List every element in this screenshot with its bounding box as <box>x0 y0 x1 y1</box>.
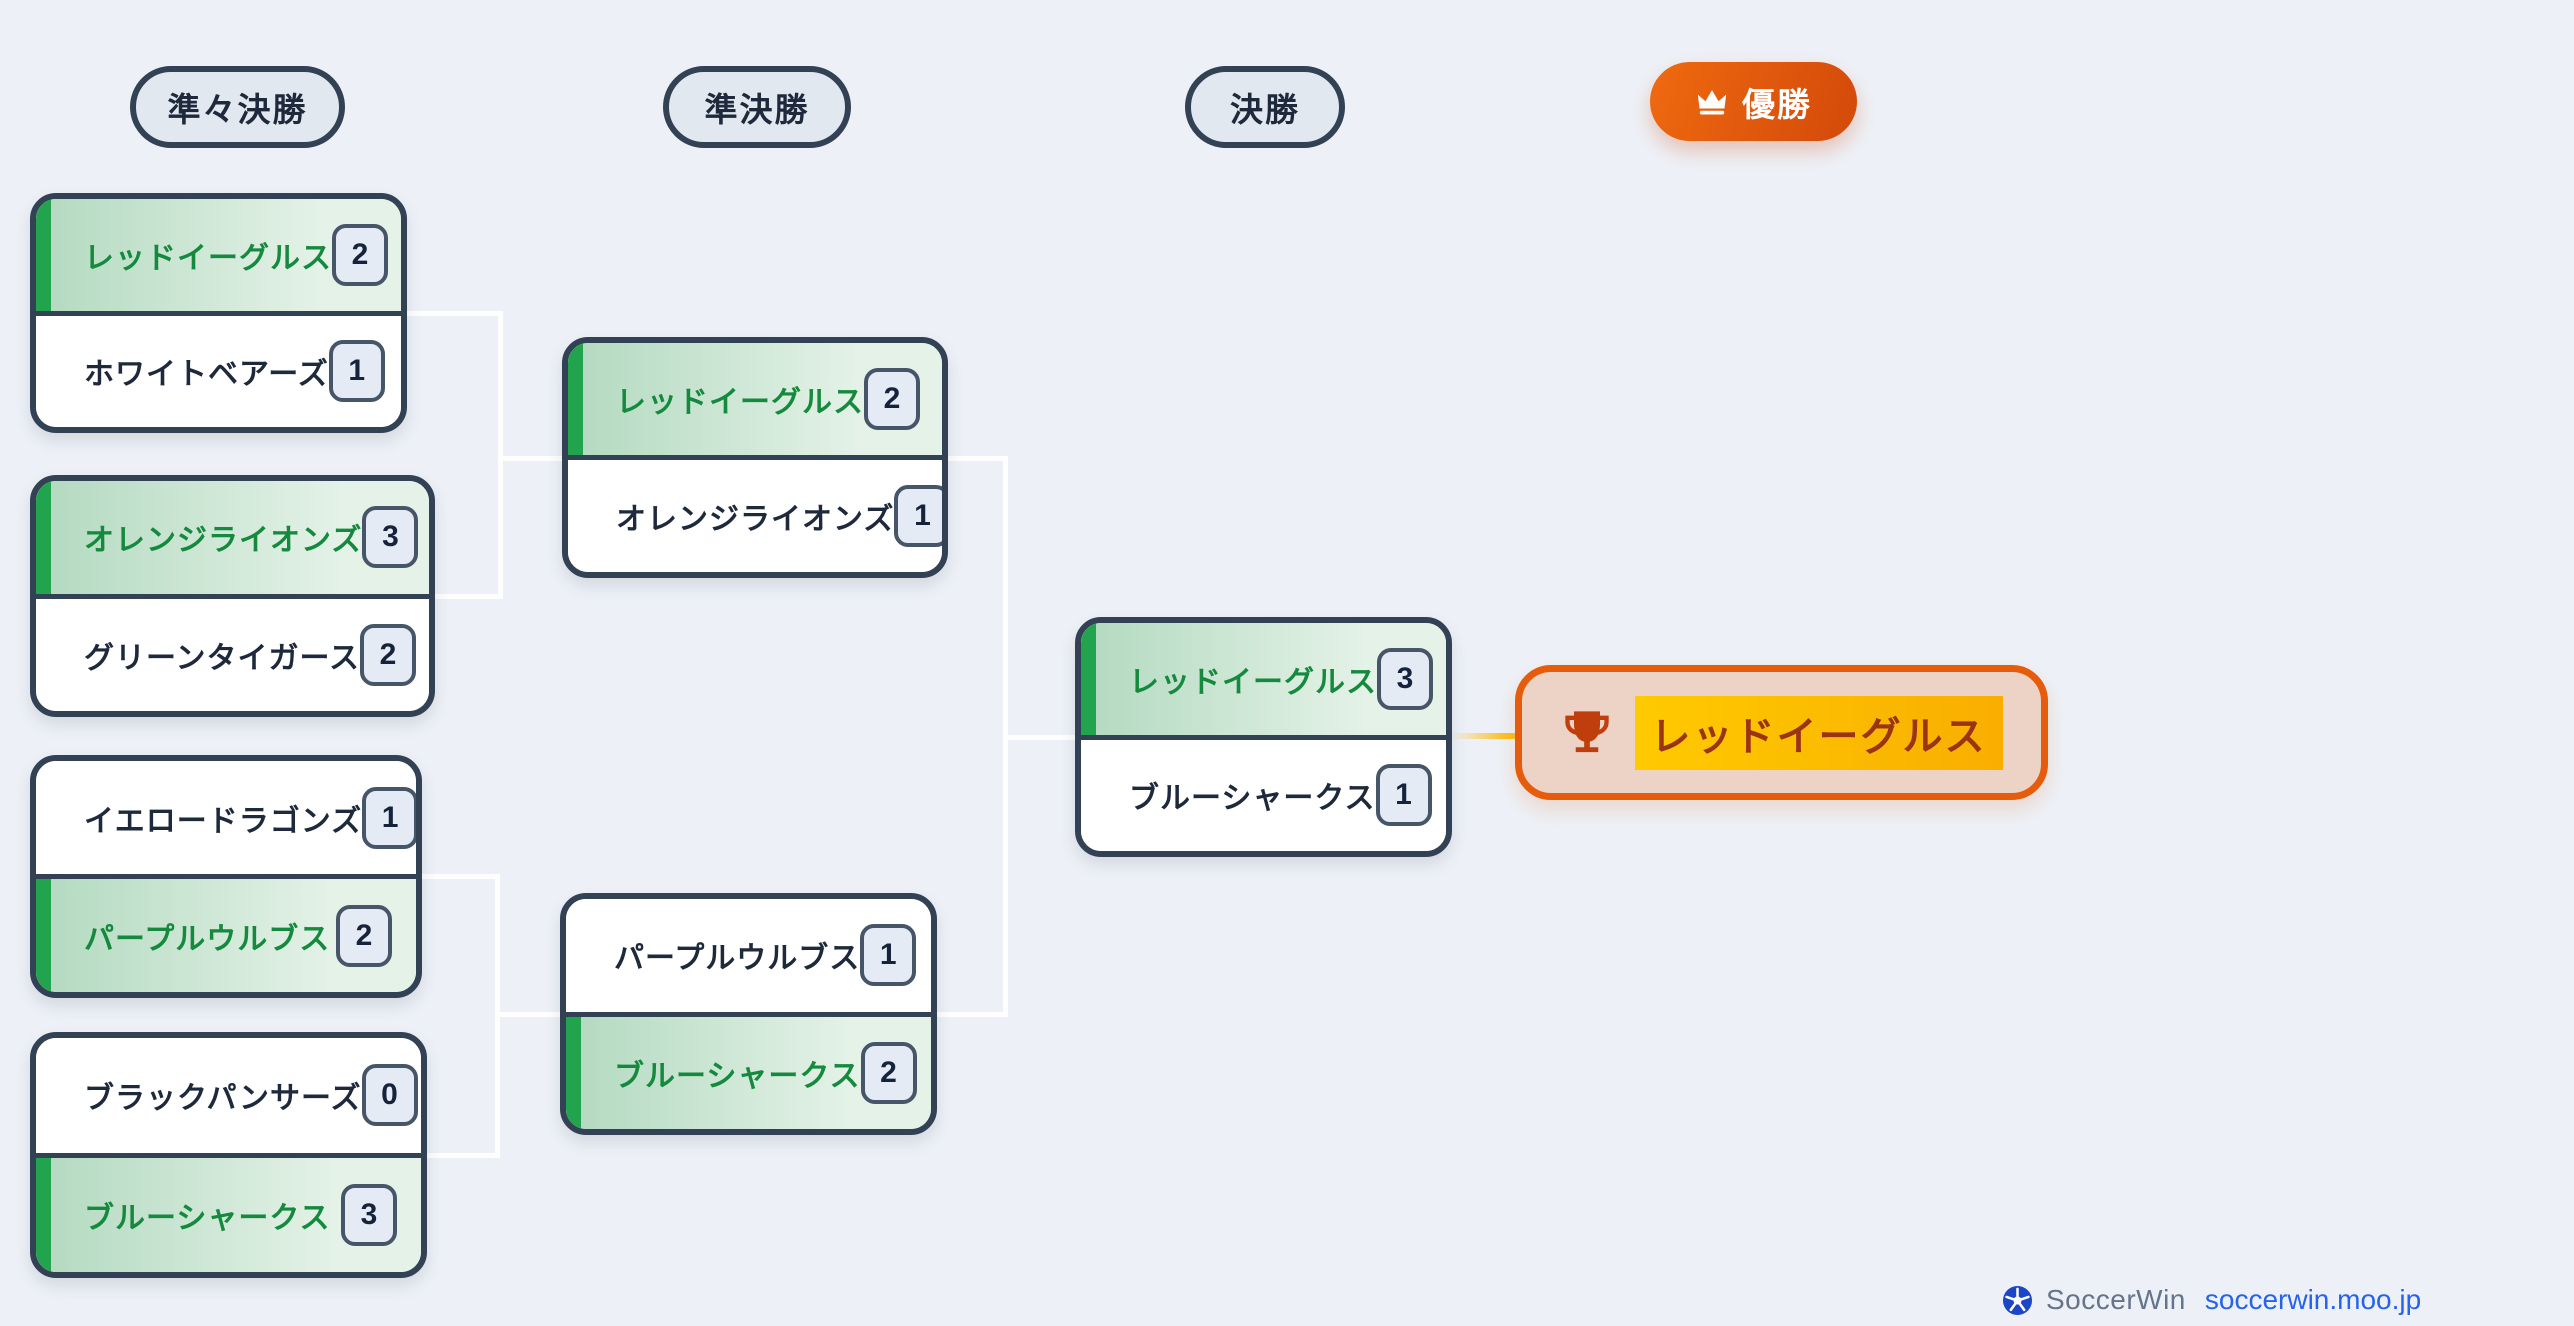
team-name: レッドイーグルス <box>616 386 864 419</box>
team-name: オレンジライオンズ <box>84 524 363 558</box>
team-name: ブルーシャークス <box>1129 782 1376 816</box>
match-row-winner: レッドイーグルス 2 <box>568 343 942 455</box>
team-name: ブルーシャークス <box>614 1059 861 1093</box>
crown-icon <box>1697 89 1727 114</box>
champion-label-button: 優勝 <box>1650 62 1857 141</box>
score-badge: 1 <box>362 786 416 849</box>
score-badge: 3 <box>1377 647 1433 710</box>
connector-line <box>435 594 503 599</box>
score-badge: 2 <box>860 1041 917 1104</box>
match-row-loser: パープルウルブス 1 <box>566 899 931 1012</box>
match-semifinal-1: レッドイーグルス 2 オレンジライオンズ 1 <box>562 337 948 578</box>
round-label-quarterfinal: 準々決勝 <box>130 66 345 148</box>
match-final: レッドイーグルス 3 ブルーシャークス 1 <box>1075 617 1452 857</box>
team-name: レッドイーグルス <box>84 241 332 275</box>
connector-line <box>937 1012 1008 1017</box>
match-quarterfinal-1: レッドイーグルス 2 ホワイトベアーズ 1 <box>30 193 407 433</box>
score-badge: 0 <box>361 1064 418 1127</box>
soccer-ball-icon <box>2002 1285 2033 1315</box>
team-name: ブラックパンサーズ <box>84 1082 362 1116</box>
round-label-text: 準々決勝 <box>167 91 308 128</box>
connector-line <box>948 456 1008 461</box>
match-row-loser: ブラックパンサーズ 0 <box>36 1038 421 1153</box>
match-quarterfinal-4: ブラックパンサーズ 0 ブルーシャークス 3 <box>30 1032 427 1278</box>
match-row-loser: オレンジライオンズ 1 <box>568 455 942 572</box>
team-name: ホワイトベアーズ <box>84 358 329 392</box>
match-semifinal-2: パープルウルブス 1 ブルーシャークス 2 <box>560 893 937 1135</box>
connector-line <box>422 874 500 879</box>
connector-line <box>498 311 503 599</box>
team-name: レッドイーグルス <box>1129 665 1377 699</box>
connector-line <box>407 311 503 316</box>
round-label-text: 優勝 <box>1742 85 1812 123</box>
score-badge: 2 <box>864 368 920 430</box>
match-row-winner: レッドイーグルス 3 <box>1081 623 1446 735</box>
champion-team-name: レッドイーグルス <box>1634 695 2003 770</box>
site-link[interactable]: soccerwin.moo.jp <box>2204 1284 2422 1315</box>
match-quarterfinal-3: イエロードラゴンズ 1 パープルウルブス 2 <box>30 755 422 998</box>
champion-box: レッドイーグルス <box>1515 665 2048 800</box>
score-badge: 1 <box>328 340 385 403</box>
score-badge: 2 <box>332 223 388 286</box>
score-badge: 1 <box>1375 764 1432 827</box>
trophy-icon <box>1564 710 1609 752</box>
score-badge: 3 <box>341 1183 397 1246</box>
connector-line <box>495 1012 560 1017</box>
match-row-winner: オレンジライオンズ 3 <box>36 481 429 594</box>
connector-line <box>498 456 562 461</box>
connector-line <box>427 1153 500 1158</box>
round-label-text: 決勝 <box>1230 91 1300 128</box>
score-badge: 2 <box>336 904 392 967</box>
connector-line-champion <box>1452 733 1515 739</box>
match-row-loser: ホワイトベアーズ 1 <box>36 310 401 427</box>
round-label-final: 決勝 <box>1185 66 1345 148</box>
match-quarterfinal-2: オレンジライオンズ 3 グリーンタイガース 2 <box>30 475 435 717</box>
score-badge: 2 <box>360 623 416 686</box>
team-name: パープルウルブス <box>84 922 331 956</box>
match-row-loser: グリーンタイガース 2 <box>36 593 429 711</box>
score-badge: 1 <box>894 485 942 547</box>
connector-line <box>1003 735 1075 740</box>
match-row-winner: ブルーシャークス 2 <box>566 1011 931 1129</box>
round-label-text: 準決勝 <box>704 91 810 128</box>
match-row-loser: イエロードラゴンズ 1 <box>36 761 416 874</box>
team-name: ブルーシャークス <box>84 1201 331 1235</box>
team-name: グリーンタイガース <box>84 641 360 675</box>
match-row-loser: ブルーシャークス 1 <box>1081 734 1446 851</box>
team-name: オレンジライオンズ <box>616 503 895 536</box>
score-badge: 3 <box>362 506 419 569</box>
footer: SoccerWin soccerwin.moo.jp <box>2002 1284 2421 1316</box>
match-row-winner: レッドイーグルス 2 <box>36 199 401 311</box>
team-name: パープルウルブス <box>614 942 861 976</box>
brand-name: SoccerWin <box>2046 1284 2186 1315</box>
team-name: イエロードラゴンズ <box>84 804 363 838</box>
match-row-winner: ブルーシャークス 3 <box>36 1152 421 1272</box>
round-label-semifinal: 準決勝 <box>663 66 851 148</box>
match-row-winner: パープルウルブス 2 <box>36 874 416 992</box>
score-badge: 1 <box>860 924 917 987</box>
